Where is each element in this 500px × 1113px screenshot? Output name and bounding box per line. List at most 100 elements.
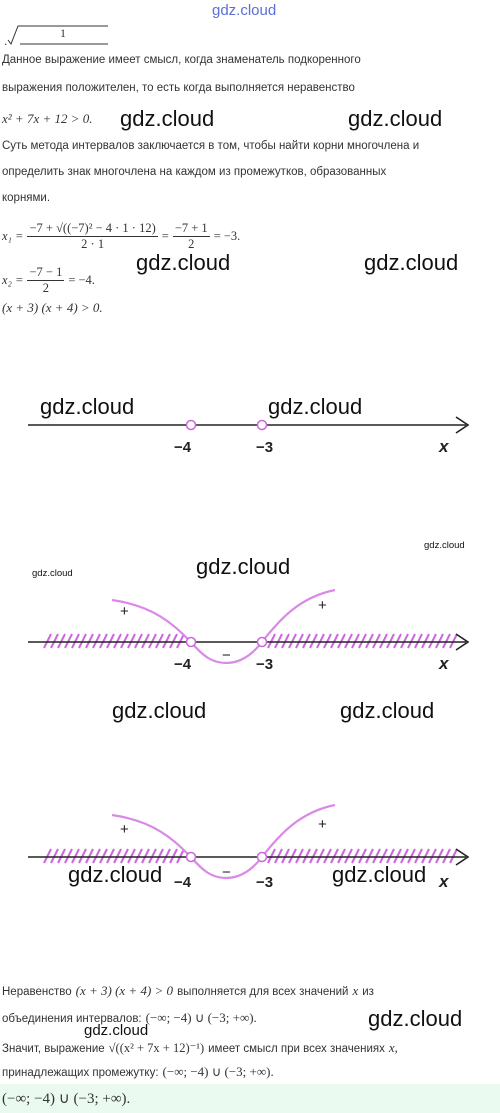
hatch-mark: [155, 633, 164, 649]
hatch-mark: [85, 848, 94, 864]
method-line-2: определить знак многочлена на каждом из …: [2, 166, 387, 178]
hatch-right: [267, 848, 458, 864]
axis-arrow-icon: [455, 416, 470, 434]
tick-label-left: −4: [174, 656, 192, 673]
x1-fraction: −7 + √((−7)² − 4 · 1 · 12) 2 · 1: [27, 221, 158, 252]
factored-inequality: (x + 3) (x + 4) > 0.: [2, 300, 103, 315]
hatch-mark: [421, 848, 430, 864]
hatch-mark: [323, 633, 332, 649]
hatch-mark: [302, 848, 311, 864]
hatch-mark: [344, 633, 353, 649]
sqrt-numerator: 1: [60, 26, 66, 40]
hatch-mark: [169, 848, 178, 864]
x1-formula: x₁ = −7 + √((−7)² − 4 · 1 · 12) 2 · 1 = …: [2, 220, 241, 252]
x1-label: x₁ =: [2, 228, 24, 243]
watermark: gdz.cloud: [196, 554, 291, 579]
interval-union: (−∞; −4) ∪ (−3; +∞).: [162, 1064, 274, 1079]
hatch-mark: [414, 633, 423, 649]
watermark: gdz.cloud: [364, 250, 459, 275]
conclusion-expr: (x + 3) (x + 4) > 0: [75, 983, 174, 998]
hatch-mark: [435, 633, 444, 649]
hatch-mark: [71, 848, 80, 864]
open-point-left: [185, 419, 197, 431]
conclusion-text: из: [362, 986, 374, 998]
conclusion-line-3: Значит, выражение √((x² + 7x + 12)⁻¹) им…: [2, 1040, 398, 1057]
sign-chart-1: + − + −4 −3 x: [28, 588, 470, 673]
x2-numerator: −7 − 1: [27, 264, 65, 281]
hatch-mark: [106, 633, 115, 649]
hatch-mark: [330, 848, 339, 864]
hatch-mark: [43, 633, 52, 649]
hatch-mark: [78, 633, 87, 649]
hatch-mark: [372, 848, 381, 864]
tick-label-right: −3: [256, 874, 273, 890]
hatch-mark: [379, 633, 388, 649]
intro-line-2: выражения положителен, то есть когда вып…: [2, 82, 355, 94]
hatch-mark: [400, 848, 409, 864]
sign-plus-left: +: [120, 603, 129, 620]
hatch-mark: [134, 633, 143, 649]
method-line-1: Суть метода интервалов заключается в том…: [2, 140, 420, 152]
hatch-mark: [316, 633, 325, 649]
hatch-left: [43, 848, 185, 864]
open-point-left: [185, 636, 197, 648]
sign-minus: −: [222, 647, 231, 664]
axis-arrow-icon: [455, 848, 470, 866]
hatch-mark: [274, 848, 283, 864]
hatch-mark: [50, 848, 59, 864]
hatch-mark: [442, 848, 451, 864]
x2-fraction: −7 − 1 2: [27, 264, 65, 296]
conclusion-line-4: принадлежащих промежутку: (−∞; −4) ∪ (−3…: [2, 1064, 274, 1081]
hatch-mark: [351, 633, 360, 649]
sqrt-symbol-icon: .: [4, 25, 108, 48]
hatch-mark: [113, 848, 122, 864]
watermark: gdz.cloud: [40, 394, 135, 419]
watermark: gdz.cloud: [84, 1022, 149, 1039]
hatch-mark: [148, 848, 157, 864]
hatch-mark: [176, 848, 185, 864]
x2-formula: x₂ = −7 − 1 2 = −4.: [2, 262, 95, 298]
hatch-mark: [358, 848, 367, 864]
watermark: gdz.cloud: [268, 394, 363, 419]
tick-label-left: −4: [174, 439, 192, 456]
hatch-mark: [281, 848, 290, 864]
sign-curve: [111, 803, 336, 880]
hatch-mark: [99, 633, 108, 649]
hatch-left: [43, 633, 185, 649]
interval-union: (−∞; −4) ∪ (−3; +∞).: [145, 1010, 257, 1025]
watermark: gdz.cloud: [32, 568, 73, 579]
hatch-mark: [316, 848, 325, 864]
x1-denominator: 2 · 1: [81, 236, 105, 251]
intro-line-1: Данное выражение имеет смысл, когда знам…: [2, 54, 361, 66]
hatch-mark: [57, 848, 66, 864]
hatch-mark: [43, 848, 52, 864]
conclusion-var: x,: [388, 1040, 398, 1055]
hatch-mark: [323, 848, 332, 864]
hatch-mark: [449, 848, 458, 864]
hatch-mark: [421, 633, 430, 649]
hatch-mark: [169, 633, 178, 649]
hatch-mark: [337, 848, 346, 864]
hatch-mark: [120, 633, 129, 649]
hatch-mark: [386, 633, 395, 649]
hatch-mark: [162, 848, 171, 864]
hatch-mark: [449, 633, 458, 649]
sign-chart-2: + − + −4 −3 x: [28, 803, 470, 890]
hatch-mark: [337, 633, 346, 649]
hatch-mark: [372, 633, 381, 649]
sign-curve: [111, 588, 336, 665]
hatch-mark: [92, 633, 101, 649]
hatch-mark: [85, 633, 94, 649]
watermark: gdz.cloud: [136, 250, 231, 275]
hatch-mark: [120, 848, 129, 864]
hatch-mark: [302, 633, 311, 649]
watermark-top: gdz.cloud: [212, 2, 277, 19]
sqrt-fraction: . 1: [2, 24, 112, 48]
watermark: gdz.cloud: [120, 106, 215, 131]
hatch-mark: [365, 633, 374, 649]
hatch-mark: [386, 848, 395, 864]
watermark: gdz.cloud: [340, 698, 435, 723]
hatch-right: [267, 633, 458, 649]
sign-plus-left: +: [120, 821, 129, 838]
hatch-mark: [127, 633, 136, 649]
